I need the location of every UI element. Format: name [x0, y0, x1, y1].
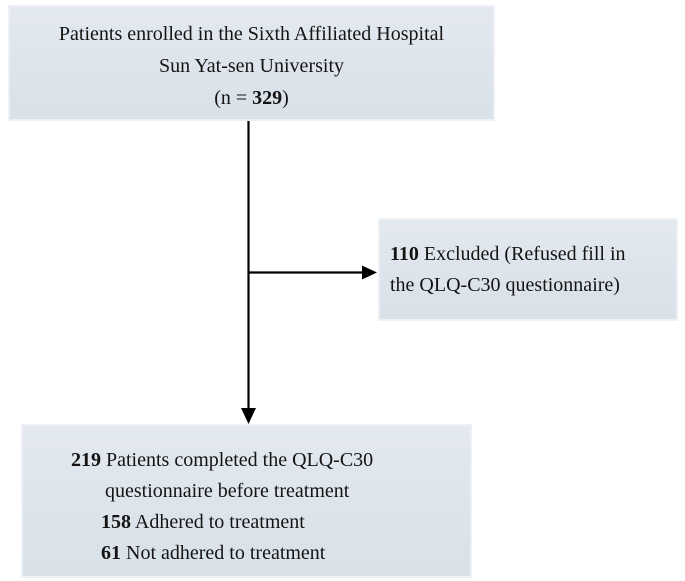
not-adhered-line-text: Not adhered to treatment — [121, 542, 326, 564]
arrow-right-head — [362, 265, 377, 280]
excluded-line1: 110 Excluded (Refused fill in — [390, 239, 672, 270]
adhered-count: 158 — [101, 511, 131, 533]
adhered-line-text: Adhered to treatment — [131, 511, 305, 533]
not-adhered-count: 61 — [101, 542, 121, 564]
excluded-count: 110 — [390, 243, 419, 265]
box-completed: 219 Patients completed the QLQ-C30 quest… — [21, 424, 472, 578]
box-enrolled: Patients enrolled in the Sixth Affiliate… — [8, 5, 495, 121]
enrolled-line1: Patients enrolled in the Sixth Affiliate… — [58, 23, 445, 45]
enrolled-n-suffix: ) — [282, 87, 289, 109]
enrolled-n-prefix: (n = — [214, 87, 253, 109]
not-adhered-line: 61 Not adhered to treatment — [101, 538, 470, 569]
completed-line1-text: Patients completed the QLQ-C30 — [101, 449, 374, 471]
enrolled-line2: Sun Yat-sen University — [158, 55, 344, 77]
enrolled-count-line: (n = 329) — [10, 82, 493, 114]
box-excluded: 110 Excluded (Refused fill in the QLQ-C3… — [378, 218, 678, 321]
adhered-line: 158 Adhered to treatment — [101, 507, 470, 538]
enrolled-n-value: 329 — [252, 87, 283, 109]
arrow-down-head — [241, 408, 256, 424]
completed-line1: 219 Patients completed the QLQ-C30 — [71, 445, 470, 476]
completed-line2: questionnaire before treatment — [105, 480, 350, 502]
excluded-line1-text: Excluded (Refused fill in — [418, 243, 626, 265]
excluded-line2: the QLQ-C30 questionnaire) — [390, 274, 620, 296]
completed-count: 219 — [71, 449, 101, 471]
